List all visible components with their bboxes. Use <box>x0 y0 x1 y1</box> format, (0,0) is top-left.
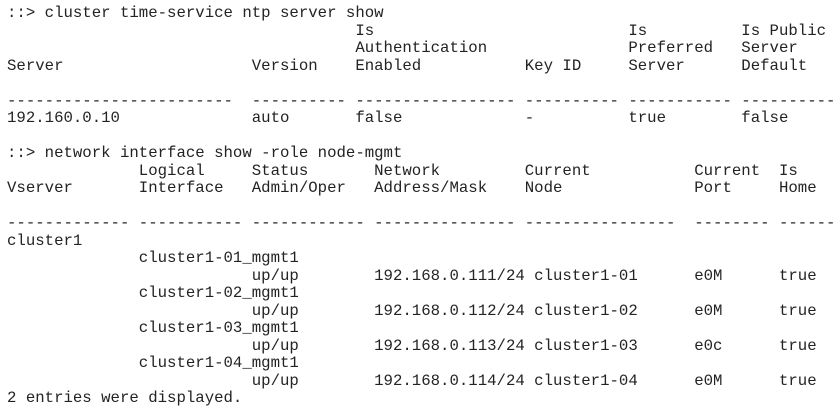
lif-divider-row: ------------- ----------- ------------ -… <box>7 214 833 232</box>
command-1: ::> cluster time-service ntp server show <box>7 4 384 22</box>
command-2: ::> network interface show -role node-mg… <box>7 144 403 162</box>
blank-line <box>7 75 833 93</box>
ntp-header-row-1: Is Is Is Public <box>7 21 827 40</box>
lif-name-row-3: cluster1-03_mgmt1 <box>7 319 299 337</box>
lif-detail-row-3: up/up 192.168.0.113/24 cluster1-03 e0c t… <box>7 336 817 355</box>
ntp-data-row: 192.160.0.10 auto false - true false <box>7 109 789 127</box>
ntp-header-row-2: Authentication Preferred Server <box>7 39 798 57</box>
lif-detail-row-2: up/up 192.168.0.112/24 cluster1-02 e0M t… <box>7 301 817 320</box>
blank-line <box>7 198 833 216</box>
blank-line <box>7 128 833 146</box>
lif-name-row-4: cluster1-04_mgmt1 <box>7 354 299 372</box>
lif-vserver-row: cluster1 <box>7 231 83 250</box>
lif-header-row-1: Logical Status Network Current Current I… <box>7 161 798 180</box>
ntp-header-row-3: Server Version Enabled Key ID Server Def… <box>7 56 808 75</box>
lif-name-row-1: cluster1-01_mgmt1 <box>7 249 299 267</box>
lif-detail-row-4: up/up 192.168.0.114/24 cluster1-04 e0M t… <box>7 371 817 390</box>
ntp-divider-row: ------------------------ ---------- ----… <box>7 91 833 110</box>
entries-summary-line: 2 entries were displayed. <box>7 389 243 407</box>
lif-detail-row-1: up/up 192.168.0.111/24 cluster1-01 e0M t… <box>7 266 817 285</box>
lif-name-row-2: cluster1-02_mgmt1 <box>7 284 299 302</box>
lif-header-row-2: Vserver Interface Admin/Oper Address/Mas… <box>7 179 817 197</box>
